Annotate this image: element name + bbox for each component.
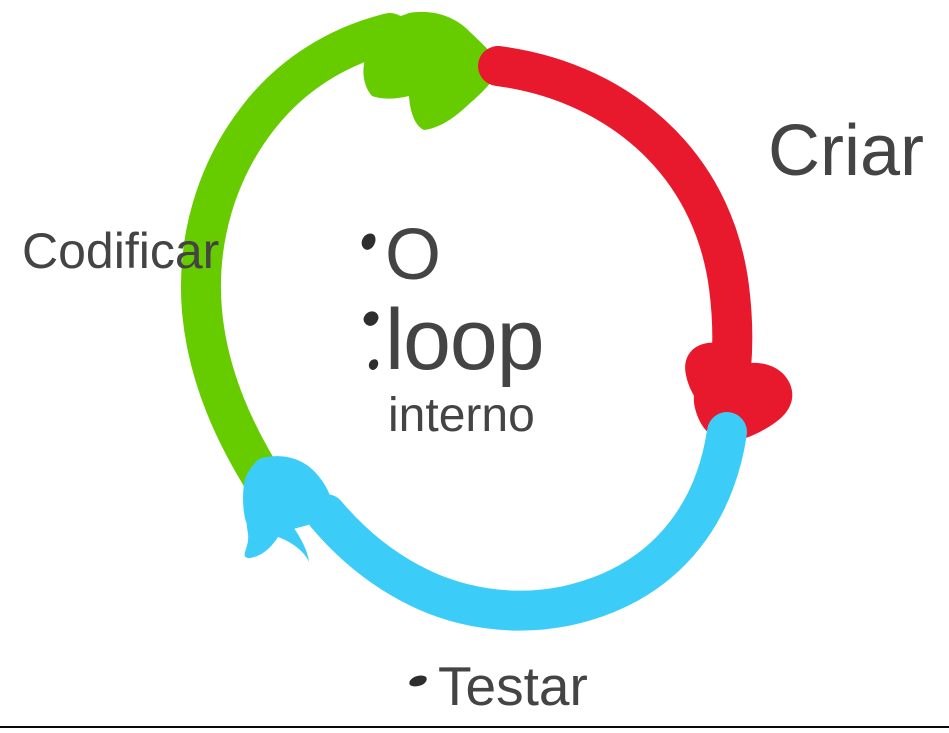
- stage-label-testar: Testar: [438, 655, 588, 717]
- arc-criar-red: [478, 46, 793, 440]
- stage-label-codificar: Codificar: [22, 223, 220, 279]
- stage-label-criar: Criar: [768, 111, 924, 191]
- bottom-divider: [0, 726, 949, 728]
- center-title-line-1: O: [385, 215, 442, 295]
- center-title-block: O loop interno: [385, 216, 645, 442]
- arc-codificar-green: [180, 11, 500, 507]
- center-title-line-3: interno: [388, 389, 535, 442]
- center-title-line-2: loop: [385, 292, 545, 388]
- arc-testar-cyan: [243, 412, 747, 631]
